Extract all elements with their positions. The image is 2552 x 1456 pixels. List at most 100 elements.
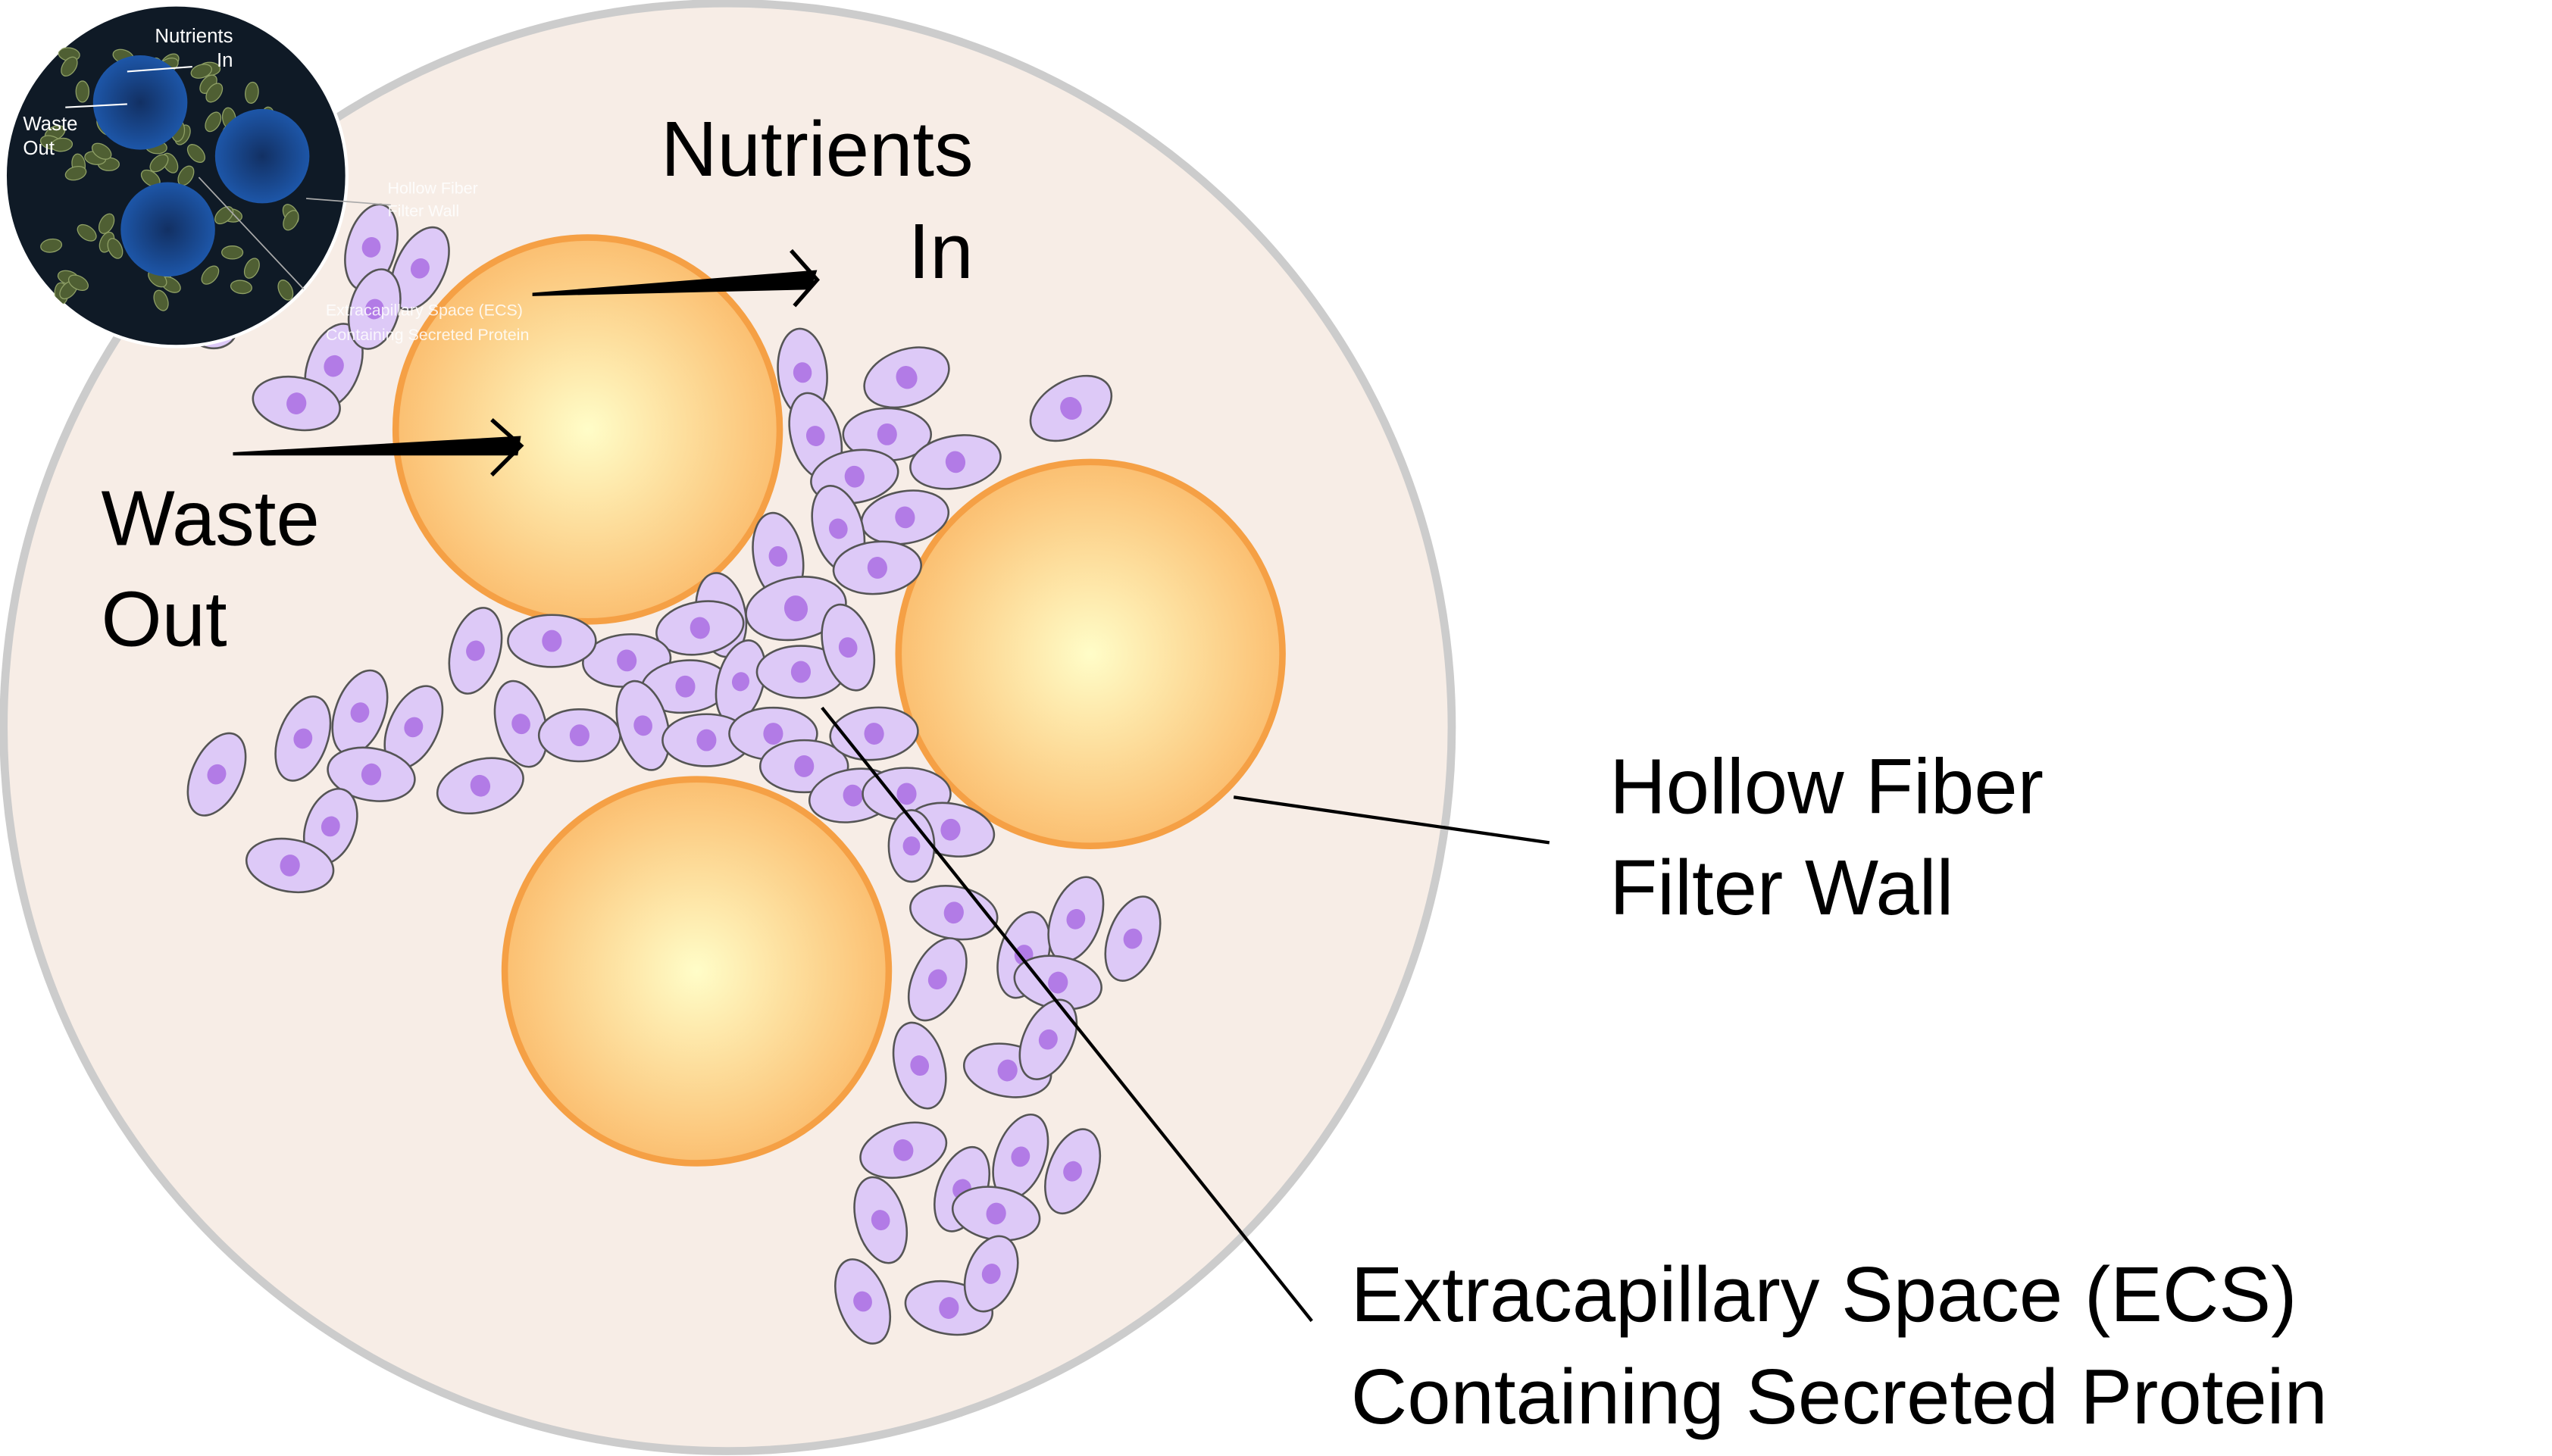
- fiber-label-line2: Filter Wall: [1609, 844, 1953, 931]
- cell-nucleus: [896, 366, 918, 389]
- inset-cell: [61, 56, 78, 77]
- ecs-label-line2: Containing Secreted Protein: [1351, 1353, 2328, 1440]
- cell: [1013, 955, 1102, 1011]
- cell: [951, 1186, 1041, 1242]
- cell: [1104, 895, 1162, 982]
- cell-nucleus: [1048, 971, 1068, 994]
- cell-nucleus: [286, 392, 307, 414]
- inset-ecs-line2: Containing Secreted Protein: [326, 326, 530, 344]
- inset-cell: [98, 213, 115, 234]
- cell-nucleus: [690, 617, 710, 639]
- cell: [1018, 998, 1078, 1080]
- cell: [436, 757, 524, 814]
- inset-cell: [186, 144, 205, 163]
- cell-nucleus: [696, 729, 717, 751]
- cell-nucleus: [542, 630, 562, 652]
- inset-fiber-line2: Filter Wall: [387, 202, 459, 220]
- nutrients-arrow-head: [790, 248, 820, 308]
- waste-arrow-head: [490, 418, 524, 476]
- inset-cell: [201, 265, 220, 285]
- cell-nucleus: [943, 901, 964, 924]
- cell: [859, 1121, 948, 1179]
- cell-nucleus: [828, 518, 848, 539]
- cell-nucleus: [790, 661, 811, 683]
- cell-nucleus: [853, 1291, 872, 1312]
- cell: [834, 1258, 892, 1345]
- ecs-label-line1: Extracapillary Space (ECS): [1351, 1251, 2297, 1338]
- cell-nucleus: [939, 1297, 959, 1319]
- inset-cell: [243, 258, 260, 279]
- cell-nucleus: [293, 728, 313, 749]
- cell-nucleus: [410, 258, 430, 279]
- cell-nucleus: [844, 465, 865, 488]
- cell-nucleus: [466, 640, 485, 661]
- cell: [909, 434, 1002, 490]
- cell: [1044, 1128, 1102, 1215]
- cell: [390, 226, 450, 311]
- inset-waste-line2: Out: [23, 138, 55, 159]
- cell-nucleus: [843, 784, 863, 807]
- inset-cell: [220, 245, 244, 260]
- cell-nucleus: [511, 714, 530, 735]
- inset-fiber-top: [92, 55, 188, 150]
- inset-fiber-line1: Hollow Fiber: [387, 180, 477, 198]
- fiber-label-line1: Hollow Fiber: [1609, 743, 2044, 830]
- inset-fiber-bottom: [120, 182, 215, 277]
- cell: [347, 268, 402, 350]
- inset-fiber-leader: [306, 198, 391, 206]
- inset-cell: [190, 64, 213, 79]
- waste-arrow-shaft: [233, 436, 521, 456]
- inset-ecs-line1: Extracapillary Space (ECS): [326, 302, 523, 320]
- cell-nucleus: [1011, 1146, 1030, 1167]
- inset-nutrients-line2: In: [217, 50, 233, 71]
- cell-nucleus: [768, 545, 788, 567]
- inset-cell: [214, 206, 234, 225]
- cell: [821, 603, 876, 692]
- cell-nucleus: [617, 649, 637, 672]
- inset-cell: [107, 238, 124, 259]
- inset-cell: [283, 210, 299, 231]
- inset-ecs-leader: [198, 177, 324, 310]
- nutrients-label-line2: In: [909, 208, 974, 295]
- cell: [1047, 876, 1105, 963]
- cell-nucleus: [838, 637, 858, 658]
- ecs-leader-line: [821, 706, 1313, 1323]
- inset-cell: [64, 166, 87, 181]
- cell: [907, 937, 968, 1022]
- cell-nucleus: [783, 595, 808, 622]
- cell-nucleus: [896, 783, 917, 805]
- cell-nucleus: [1060, 397, 1082, 420]
- cell-nucleus: [763, 723, 783, 745]
- inset-cell: [40, 238, 63, 253]
- waste-label-line2: Out: [102, 576, 227, 663]
- cell-nucleus: [940, 818, 961, 841]
- cell-nucleus: [207, 764, 227, 785]
- cell: [186, 732, 247, 817]
- cell-nucleus: [280, 855, 300, 876]
- cell-nucleus: [877, 423, 897, 445]
- inset-cell: [77, 223, 97, 242]
- cell-nucleus: [997, 1059, 1018, 1082]
- cell: [860, 489, 950, 545]
- inset-fiber-right: [214, 108, 310, 204]
- cell-nucleus: [927, 969, 947, 990]
- inset-cell: [245, 81, 259, 104]
- nutrients-arrow-shaft: [532, 270, 818, 296]
- cell: [755, 645, 846, 699]
- inset-cell: [205, 111, 222, 133]
- cell-nucleus: [350, 702, 370, 723]
- cell: [842, 407, 933, 462]
- cell-nucleus: [569, 724, 590, 747]
- inset-waste-arrow: [65, 103, 127, 108]
- inset-cell: [230, 280, 252, 295]
- hollow-fiber-top: [392, 234, 783, 625]
- cell: [832, 540, 922, 595]
- cell: [863, 346, 950, 409]
- hollow-fibers: [392, 234, 1286, 1167]
- cell-nucleus: [793, 362, 812, 383]
- nutrients-label-line1: Nutrients: [661, 105, 973, 192]
- cell: [853, 1176, 908, 1264]
- inset-cell: [67, 274, 89, 291]
- cell: [963, 1235, 1019, 1313]
- cell-nucleus: [731, 672, 749, 692]
